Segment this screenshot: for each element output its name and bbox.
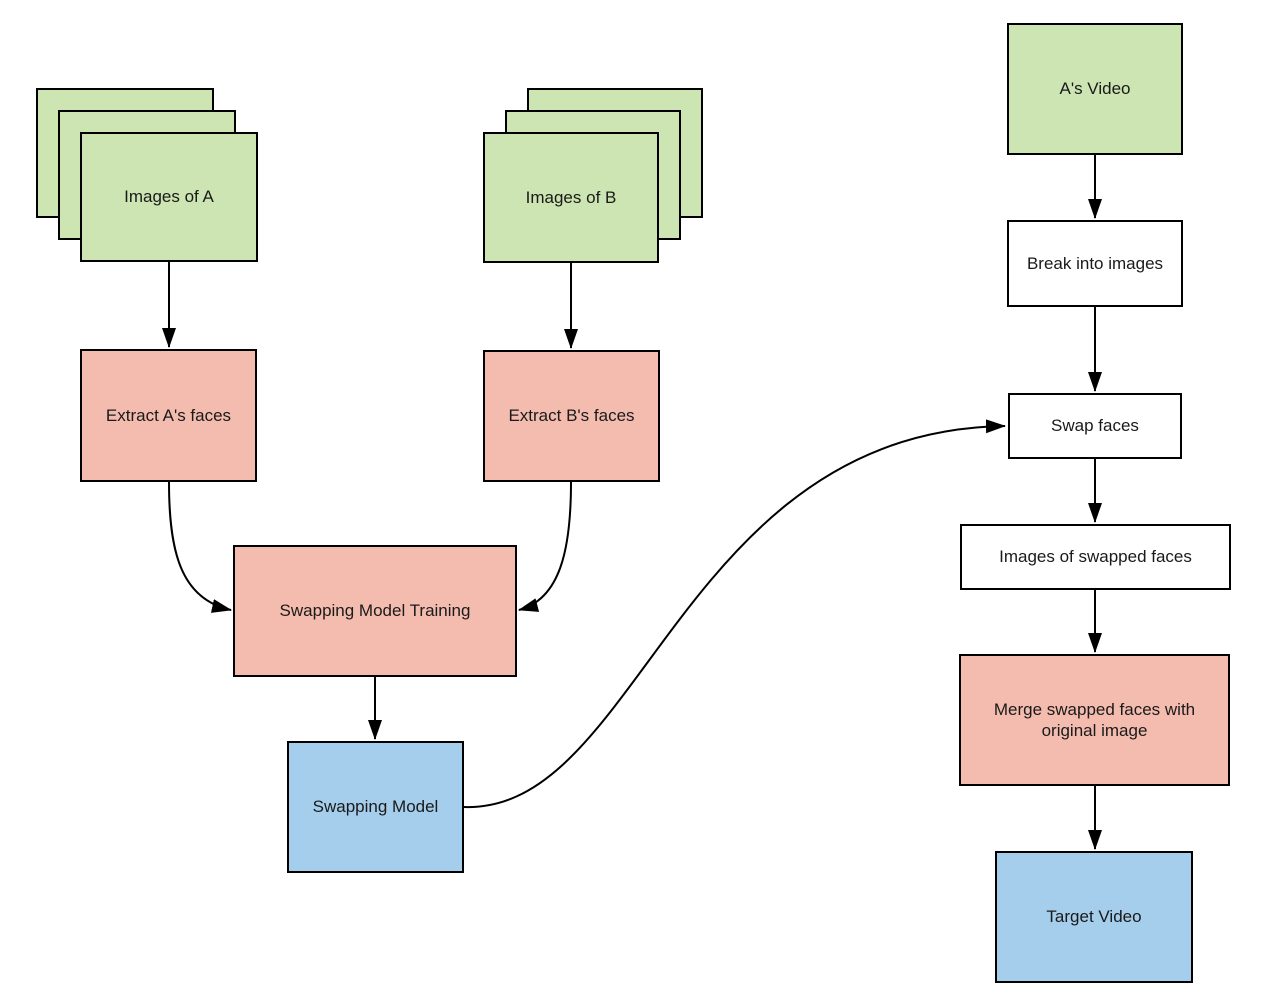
node-a-video: A's Video: [1007, 23, 1183, 155]
node-swap-faces: Swap faces: [1008, 393, 1182, 459]
node-break-into-images: Break into images: [1007, 220, 1183, 307]
node-label: Swap faces: [1051, 416, 1139, 436]
node-extract-a-faces: Extract A's faces: [80, 349, 257, 482]
node-label: Extract A's faces: [105, 405, 232, 425]
node-images-of-b: Images of B: [483, 132, 659, 263]
node-label: Swapping Model: [312, 797, 439, 817]
node-label: Merge swapped faces with original image: [993, 699, 1196, 740]
node-label: Target Video: [1046, 907, 1142, 927]
node-images-of-a: Images of A: [80, 132, 258, 262]
node-target-video: Target Video: [995, 851, 1193, 983]
node-images-of-swapped-faces: Images of swapped faces: [960, 524, 1231, 590]
node-label: Images of B: [525, 187, 617, 207]
node-label: Break into images: [1026, 253, 1164, 273]
arrow-extract-b-to-training: [518, 481, 572, 612]
node-extract-b-faces: Extract B's faces: [483, 350, 660, 482]
node-label: Images of A: [124, 187, 214, 207]
arrow-model-to-swap-faces: [463, 419, 1006, 809]
node-swapping-model: Swapping Model: [287, 741, 464, 873]
node-label: A's Video: [1059, 79, 1131, 99]
node-label: Images of swapped faces: [999, 547, 1192, 567]
node-label: Extract B's faces: [508, 406, 635, 426]
node-label: Swapping Model Training: [279, 601, 471, 621]
node-merge-swapped-faces: Merge swapped faces with original image: [959, 654, 1230, 786]
node-swapping-model-training: Swapping Model Training: [233, 545, 517, 677]
arrow-extract-a-to-training: [168, 481, 232, 613]
